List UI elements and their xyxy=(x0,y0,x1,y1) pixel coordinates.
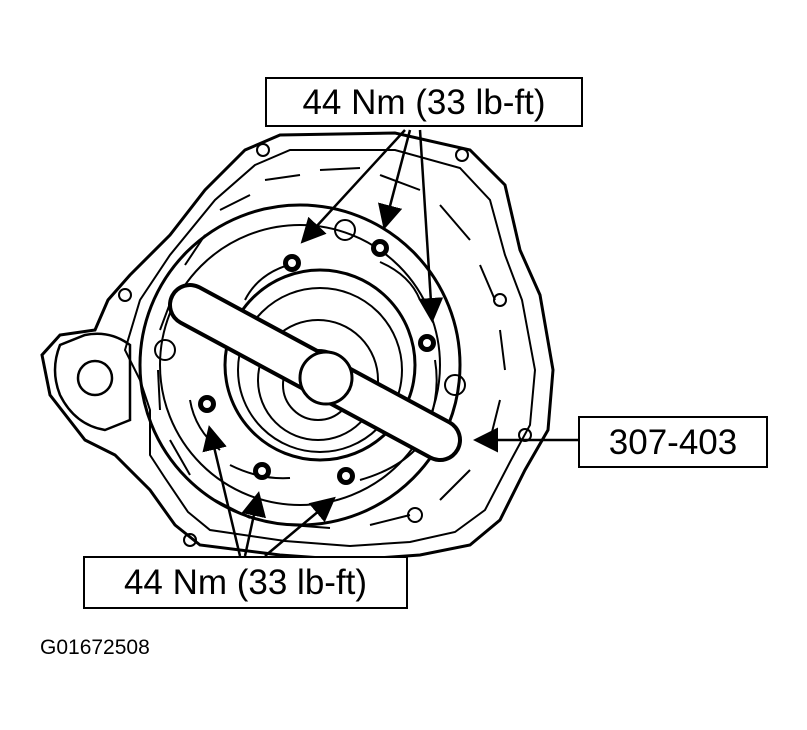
bolt-head-icon xyxy=(198,239,436,485)
torque-callout-top: 44 Nm (33 lb-ft) xyxy=(265,77,583,127)
mounting-boss xyxy=(53,332,132,432)
case-outline xyxy=(40,131,555,562)
tool-number-callout: 307-403 xyxy=(578,416,768,468)
boss-hole xyxy=(76,359,114,397)
hub-outer xyxy=(223,268,417,462)
hub-inner xyxy=(257,319,379,441)
pump-inner-ring xyxy=(159,224,441,506)
case-flange xyxy=(123,149,537,548)
figure-id: G01672508 xyxy=(40,636,150,659)
case-ribs xyxy=(157,167,506,529)
arrow-icon xyxy=(202,129,578,557)
torque-callout-bottom: 44 Nm (33 lb-ft) xyxy=(83,556,408,609)
tool-307-403 xyxy=(168,283,462,462)
case-bosses xyxy=(118,143,532,547)
hub-middle xyxy=(237,287,403,453)
